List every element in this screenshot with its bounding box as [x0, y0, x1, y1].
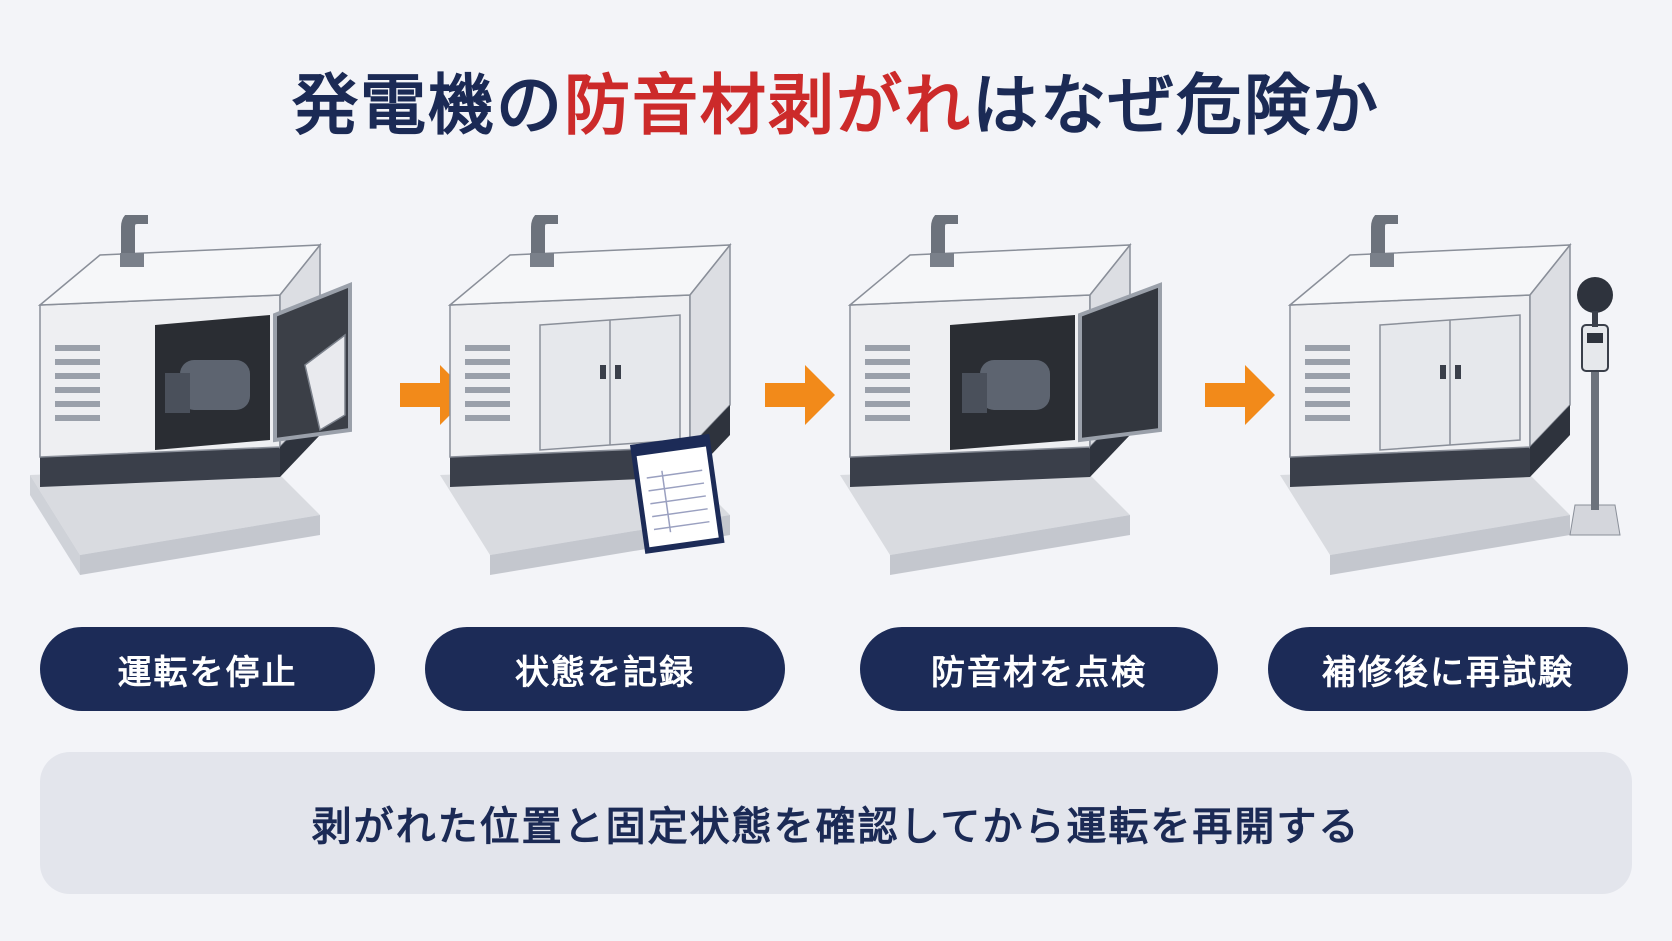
generator-open-inspect-icon: [840, 215, 1162, 575]
step-pill-2: 状態を記録: [425, 627, 785, 711]
title-part-3: はなぜ危険か: [972, 67, 1380, 144]
generator-closed-clipboard-icon: [440, 215, 732, 575]
step-pill-1: 運転を停止: [40, 627, 375, 711]
generator-open-peeling-icon: [30, 215, 352, 575]
page-title: 発電機の防音材剥がれはなぜ危険か: [0, 52, 1672, 148]
arrow-right-icon: [765, 365, 835, 425]
step-pill-4: 補修後に再試験: [1268, 627, 1628, 711]
summary-banner: 剥がれた位置と固定状態を確認してから運転を再開する: [40, 752, 1632, 894]
title-part-1: 発電機の: [292, 67, 564, 144]
summary-text: 剥がれた位置と固定状態を確認してから運転を再開する: [311, 804, 1361, 850]
title-accent: 防音材剥がれ: [564, 67, 972, 144]
arrow-right-icon: [1205, 365, 1275, 425]
illustration-row: [0, 215, 1672, 615]
step-pill-3: 防音材を点検: [860, 627, 1218, 711]
generator-closed-sound-meter-icon: [1280, 215, 1621, 575]
